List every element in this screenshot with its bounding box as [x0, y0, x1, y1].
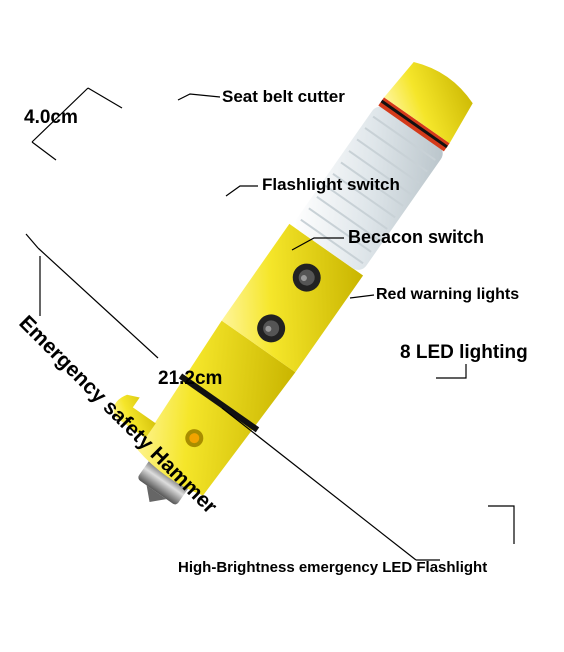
hammer-tip	[138, 458, 190, 505]
yellow-head	[137, 320, 296, 496]
flashlight-switch-knob-icon	[257, 314, 286, 343]
head-hole-inner	[189, 433, 200, 444]
flashlight-device	[113, 61, 473, 505]
clear-lens	[295, 106, 443, 270]
seat-belt-cutter-label: Seat belt cutter	[222, 87, 345, 106]
length-dimension-label: 21.2cm	[158, 368, 223, 389]
end-cap	[384, 61, 473, 144]
lens-ribs	[300, 115, 436, 265]
width-dimension-label: 4.0cm	[24, 107, 78, 128]
beacon-switch-knob-icon	[292, 263, 321, 292]
beacon-switch-label: Becacon switch	[348, 227, 485, 247]
flashlight-switch-label: Flashlight switch	[262, 175, 400, 194]
seat-belt-cutter-hook	[113, 394, 156, 439]
red-warning-lights-label: Red warning lights	[376, 286, 520, 303]
leader-lines	[25, 87, 515, 561]
led-lighting-label: 8 LED lighting	[400, 342, 528, 363]
led-flashlight-label: High-Brightness emergency LED Flashlight	[178, 559, 488, 576]
black-band-2	[380, 99, 448, 149]
yellow-grip	[221, 223, 364, 373]
black-band-1	[178, 373, 260, 433]
hammer-point	[146, 485, 167, 503]
